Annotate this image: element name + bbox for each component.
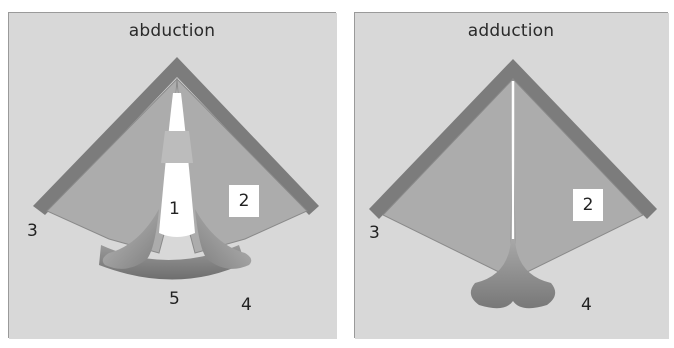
left-arytenoid: [102, 209, 159, 269]
abduction-panel: abduction 1 2 3 4 5: [8, 12, 337, 339]
label-arytenoid: 4: [241, 295, 252, 315]
label-thyroid: 3: [27, 221, 38, 241]
cricoid-ring: [99, 245, 245, 280]
label-thyroid: 3: [369, 223, 380, 243]
label-vocal-fold: 2: [238, 191, 250, 211]
panel-title: abduction: [128, 21, 216, 41]
right-arytenoid: [195, 209, 252, 269]
glottis-opening: [159, 93, 195, 237]
glottis-band: [161, 131, 193, 163]
label-glottis: 1: [169, 199, 180, 219]
label-cricoid: 5: [169, 289, 180, 309]
abduction-diagram: [9, 13, 337, 339]
adduction-diagram: [355, 13, 669, 339]
adduction-panel: adduction 2 3 4: [354, 12, 669, 339]
label-box-vocal-fold: 2: [229, 185, 259, 217]
label-arytenoid: 4: [581, 295, 592, 315]
label-box-vocal-fold: 2: [573, 189, 603, 221]
arytenoids: [470, 239, 556, 309]
panel-title: adduction: [467, 21, 555, 41]
label-vocal-fold: 2: [582, 195, 594, 215]
